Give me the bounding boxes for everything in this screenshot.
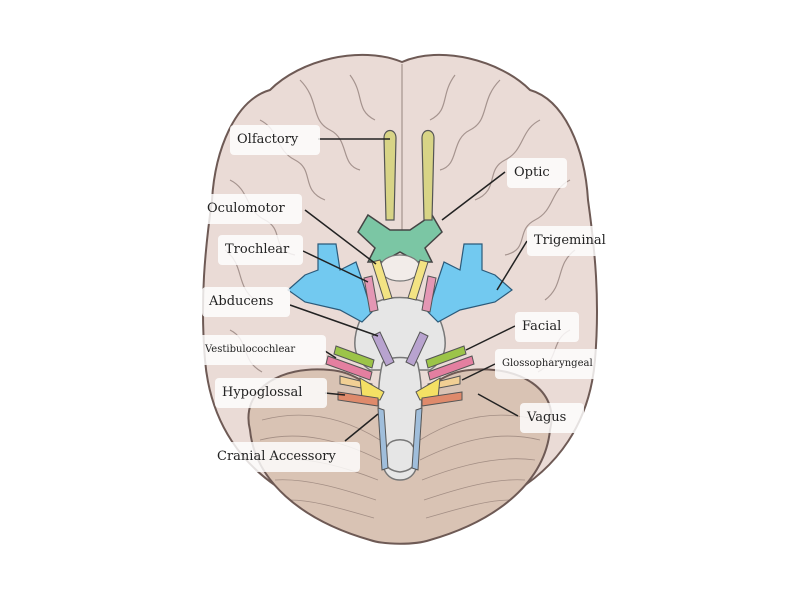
olfactory-left bbox=[383, 129, 397, 221]
label-facial: Facial bbox=[515, 312, 579, 342]
label-abducens: Abducens bbox=[202, 287, 290, 317]
vagus-right bbox=[415, 377, 441, 401]
leader-lines bbox=[289, 138, 528, 442]
abducens-left bbox=[371, 331, 395, 367]
vagus-left bbox=[359, 377, 385, 401]
trochlear-right bbox=[421, 275, 437, 313]
leader-abducens bbox=[289, 304, 379, 337]
vestibulocochlear-right bbox=[427, 355, 475, 381]
label-accessory: Cranial Accessory bbox=[210, 442, 360, 472]
facial-right bbox=[425, 345, 467, 369]
leader-facial bbox=[465, 325, 516, 351]
label-optic: Optic bbox=[507, 158, 567, 188]
leader-glossopharyngeal bbox=[461, 363, 496, 381]
label-trochlear: Trochlear bbox=[218, 235, 303, 265]
leader-optic bbox=[441, 171, 506, 221]
abducens-right bbox=[405, 331, 429, 367]
label-oculomotor: Oculomotor bbox=[200, 194, 302, 224]
pituitary bbox=[379, 254, 421, 282]
leader-trigeminal bbox=[496, 240, 528, 291]
label-trigeminal: Trigeminal bbox=[527, 226, 615, 256]
olfactory-right bbox=[421, 129, 435, 221]
hypoglossal-left bbox=[337, 391, 379, 407]
cerebellum-folia bbox=[259, 414, 541, 519]
vestibulocochlear-left bbox=[325, 355, 373, 381]
leader-vestibulocochlear bbox=[324, 350, 337, 359]
leader-trochlear bbox=[302, 250, 369, 283]
spinal-cord-cross-section bbox=[382, 439, 418, 473]
trochlear-left bbox=[363, 275, 379, 313]
hypoglossal-right bbox=[421, 391, 463, 407]
label-glossopharyngeal: Glossopharyngeal bbox=[495, 349, 623, 379]
label-hypoglossal: Hypoglossal bbox=[215, 378, 327, 408]
label-vagus: Vagus bbox=[520, 403, 584, 433]
leader-accessory bbox=[344, 413, 379, 442]
oculomotor-left bbox=[371, 259, 393, 301]
label-vestibulocochlear: Vestibulocochlear bbox=[198, 335, 326, 365]
leader-hypoglossal bbox=[324, 392, 346, 396]
leader-vagus bbox=[477, 393, 519, 417]
oculomotor-right bbox=[407, 259, 429, 301]
trigeminal-right bbox=[427, 243, 513, 323]
accessory-right bbox=[411, 407, 423, 471]
leader-oculomotor bbox=[304, 209, 377, 265]
accessory-left bbox=[377, 407, 389, 471]
label-olfactory: Olfactory bbox=[230, 125, 320, 155]
facial-left bbox=[333, 345, 375, 369]
trigeminal-left bbox=[287, 243, 373, 323]
